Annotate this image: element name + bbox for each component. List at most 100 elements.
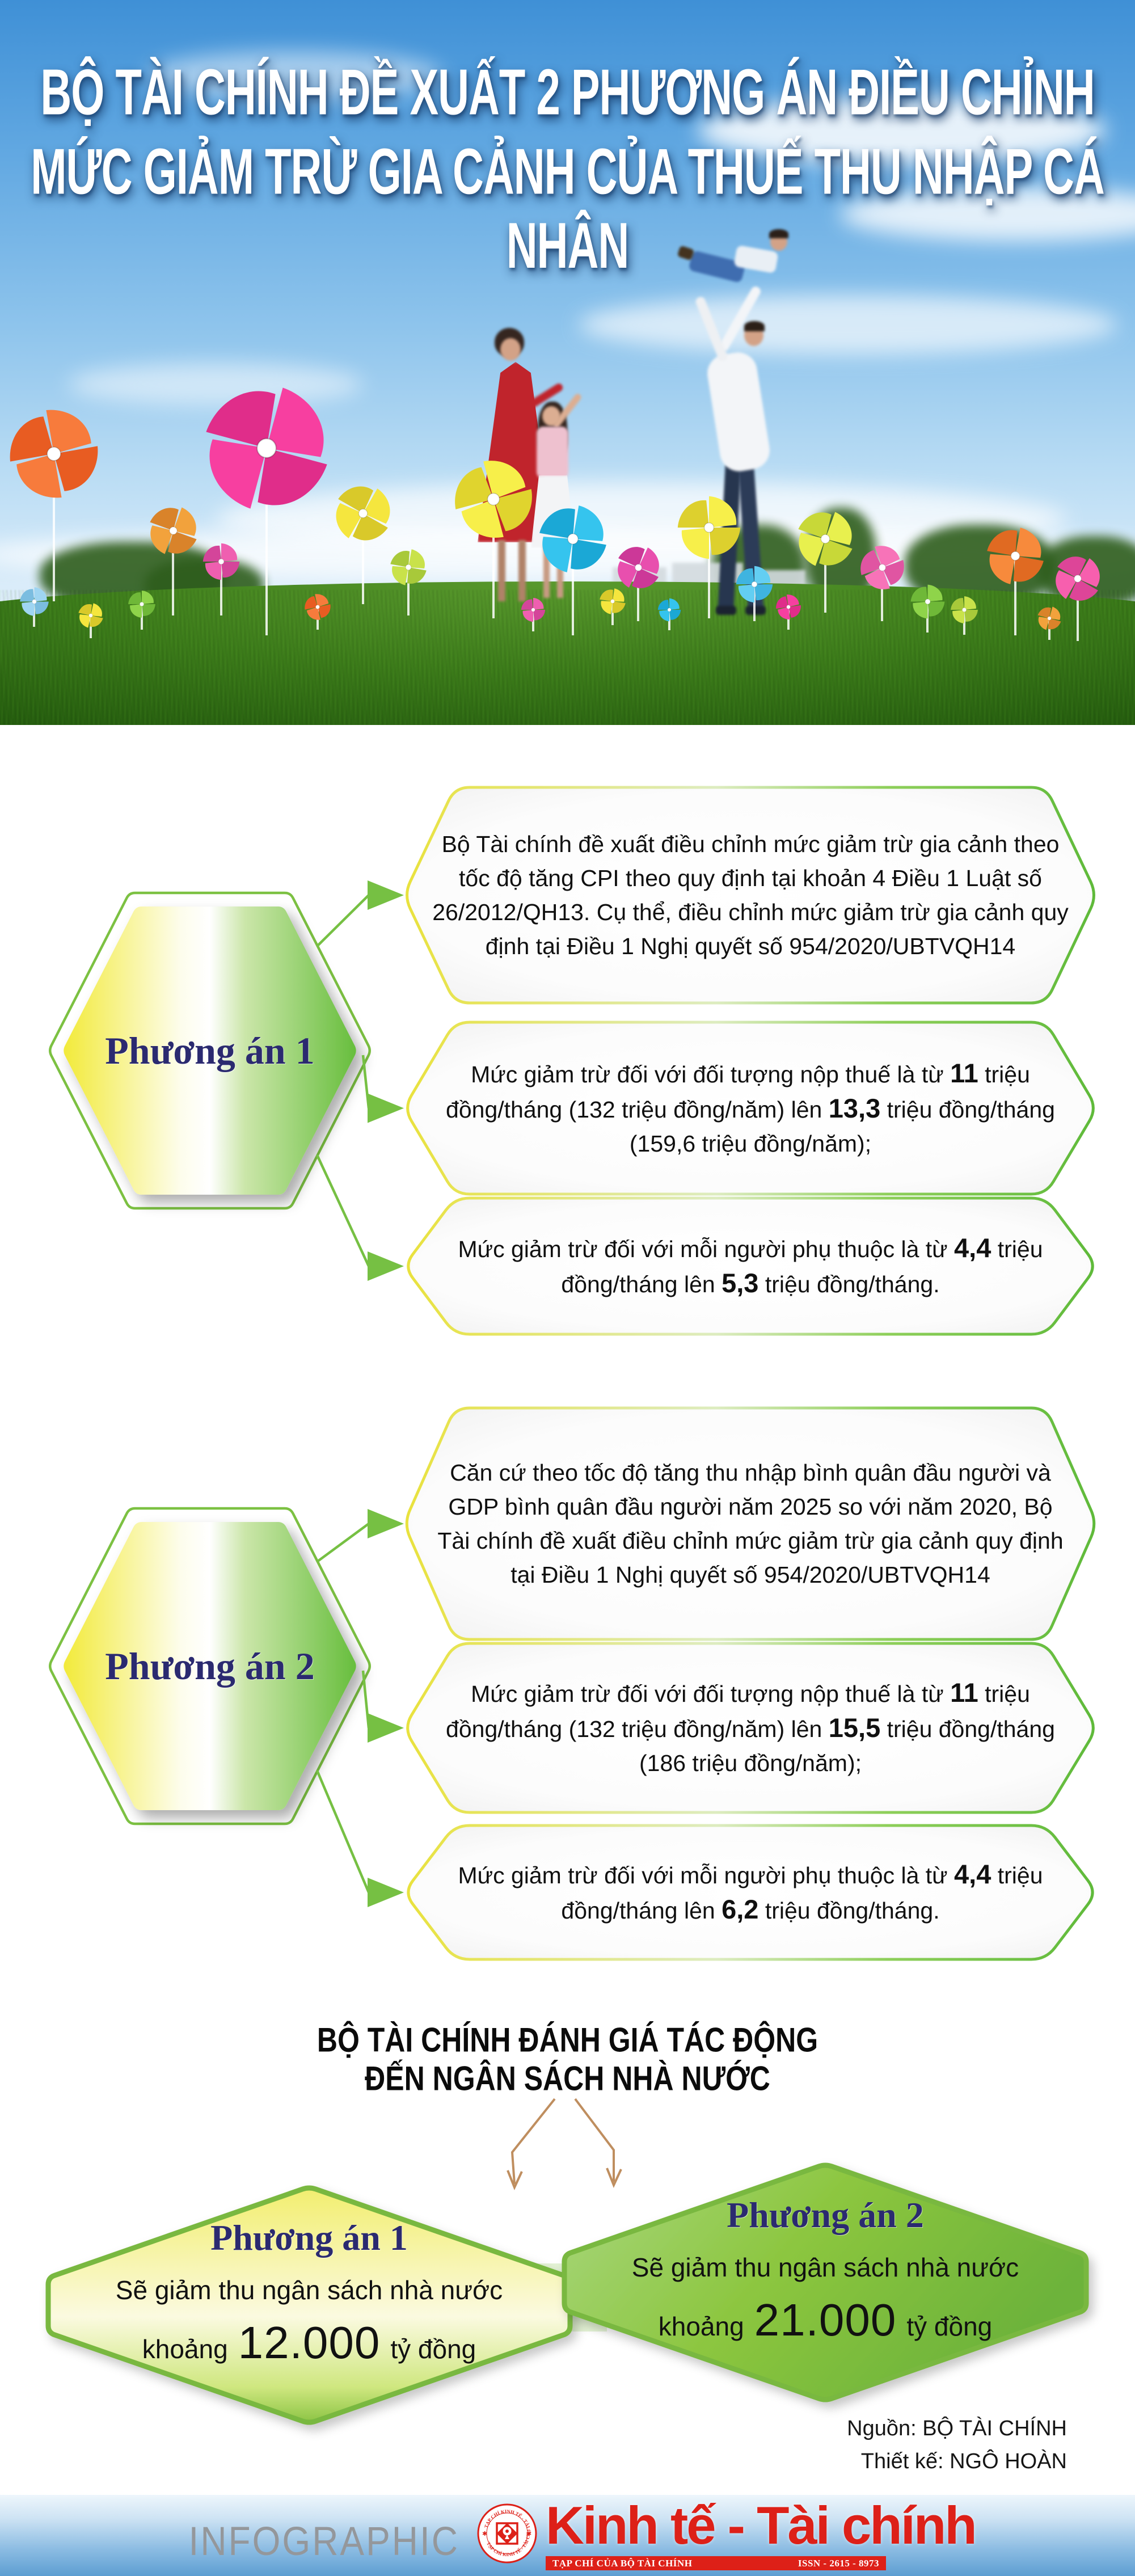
connector-arrowhead-icon [368,1093,404,1123]
bubble-highlight-number: 11 [950,1057,978,1088]
credits: Nguồn: BỘ TÀI CHÍNH Thiết kế: NGÔ HOÀN [847,2412,1067,2478]
connector-arrowhead-icon [368,1251,404,1281]
pinwheel-icon [987,528,1044,584]
bubble-text-segment: triệu đồng/tháng lên [561,1236,1043,1297]
impact-card-plan1: Phương án 1 Sẽ giảm thu ngân sách nhà nư… [60,2217,559,2369]
bubble-highlight-number: 15,5 [828,1713,881,1743]
bubble-text-segment: Căn cứ theo tốc độ tăng thu nhập bình qu… [437,1460,1064,1588]
girl-leg [543,546,550,598]
bubble-text-segment: Mức giảm trừ đối với đối tượng nộp thuế … [471,1681,951,1707]
father-hair [744,321,765,331]
pinwheel-stick [90,615,92,638]
bubble-text-segment: triệu đồng/tháng. [758,1271,940,1297]
text-bubble-shape [407,1196,1094,1336]
bubble-text-segment: triệu đồng/tháng lên [561,1862,1043,1924]
plan-hexagon [64,1522,356,1810]
text-bubble-shape [406,786,1095,1005]
connector-line [316,894,370,947]
father-shoe [745,606,766,615]
brand-issn: ISSN - 2615 - 8973 [798,2557,879,2569]
plan-hexagon-outline [49,891,371,1210]
pinwheel-stick [220,562,222,615]
header-photo: BỘ TÀI CHÍNH ĐỀ XUẤT 2 PHƯƠNG ÁN ĐIỀU CH… [0,0,1135,725]
mother-leg [498,540,505,601]
bubble-text-segment: Mức giảm trừ đối với mỗi người phụ thuộc… [458,1862,955,1888]
girl-leg [557,546,563,598]
pinwheel-stick [708,528,710,618]
connector-arrowhead-icon [368,1878,404,1907]
page-title-line1: BỘ TÀI CHÍNH ĐỀ XUẤT 2 PHƯƠNG ÁN ĐIỀU CH… [40,56,1095,129]
svg-text:✱: ✱ [526,2531,531,2537]
bubble-text-segment: Bộ Tài chính đề xuất điều chỉnh mức giảm… [432,831,1069,959]
bubble-text-segment: triệu đồng/tháng. [758,1898,940,1924]
impact-card-plan1-amount-row: khoảng 12.000 tỷ đồng [142,2317,476,2369]
amount-value: 12.000 [238,2317,381,2368]
impact-card-plan2-amount-row: khoảng 21.000 tỷ đồng [659,2294,993,2346]
plan1-hexagon-label: Phương án 1 [105,1028,315,1072]
pinwheel-stick [824,539,826,613]
amount-suffix: tỷ đồng [906,2312,993,2341]
grass-texture [0,590,1135,725]
plan1-bubble1-text: Bộ Tài chính đề xuất điều chỉnh mức giảm… [432,787,1069,1003]
bubble-text-segment: Mức giảm trừ đối với mỗi người phụ thuộc… [458,1236,955,1262]
bubble-text-segment: triệu đồng/tháng (132 triệu đồng/năm) lê… [446,1061,1030,1123]
cloud [698,96,1106,165]
cloud [579,295,1117,355]
svg-text:✱: ✱ [482,2531,487,2537]
pinwheel-icon [736,566,773,603]
pinwheel-stick [637,567,639,621]
cloud [839,187,1135,241]
amount-prefix: khoảng [658,2312,744,2341]
pinwheel-stick [753,584,756,621]
connector-line [315,1770,370,1893]
pinwheel-stick [492,499,495,618]
pinwheel-icon [10,410,98,498]
bubble-text-segment: triệu đồng/tháng (159,6 triệu đồng/năm); [629,1096,1055,1157]
page-title-line2: MỨC GIẢM TRỪ GIA CẢNH CỦA THUẾ THU NHẬP … [31,136,1105,283]
connector-line [315,1154,370,1267]
amount-value: 21.000 [754,2295,897,2345]
pinwheel-icon [78,603,103,628]
fork-arrow-right [574,2098,615,2182]
pinwheel-icon [19,587,49,616]
brand-title: Kinh tế - Tài chính [546,2495,977,2555]
pinwheel-icon [677,496,741,559]
pinwheel-icon [202,543,240,580]
plan1-bubble2-text: Mức giảm trừ đối với đối tượng nộp thuế … [432,1022,1069,1194]
text-bubble-shape [406,1642,1095,1814]
connector-arrowhead-icon [368,1509,404,1538]
pinwheel-icon [1037,606,1061,630]
bubble-text-segment: triệu đồng/tháng (186 triệu đồng/năm); [639,1716,1055,1776]
bubble-text-segment: triệu đồng/tháng (132 triệu đồng/năm) lê… [446,1681,1030,1742]
mother-head [500,338,521,361]
pinwheel-icon [600,588,626,614]
plan-hexagon [64,907,356,1195]
pinwheel-stick [53,454,55,601]
connector-arrowhead-icon [368,880,404,910]
plan1-bubble3-text: Mức giảm trừ đối với mỗi người phụ thuộc… [432,1198,1069,1334]
pinwheel-icon [951,596,978,623]
pinwheel-stick [881,567,883,621]
impact-heading-line1: BỘ TÀI CHÍNH ĐÁNH GIÁ TÁC ĐỘNG [317,2021,818,2059]
brand-tagline: TẠP CHÍ CỦA BỘ TÀI CHÍNH [552,2557,693,2569]
amount-prefix: khoảng [142,2334,228,2364]
infographic-label: INFOGRAPHIC [188,2518,459,2564]
connector-line [316,1523,370,1563]
pinwheel-icon [521,597,546,622]
text-bubble-shape [405,1406,1096,1641]
brand-subtitle-bar: TẠP CHÍ CỦA BỘ TÀI CHÍNH ISSN - 2615 - 8… [546,2556,886,2570]
pinwheel-stick [1014,556,1016,635]
bubble-highlight-number: 4,4 [954,1859,991,1889]
pinwheel-icon [617,546,659,588]
cloud [147,51,442,99]
bubble-highlight-number: 6,2 [721,1894,759,1924]
pinwheel-icon [860,545,904,589]
pinwheel-icon [776,595,801,619]
pinwheel-icon [539,505,606,572]
pinwheel-icon [336,486,390,541]
bubble-highlight-number: 4,4 [954,1233,991,1263]
pinwheel-icon [657,598,681,622]
pinwheel-stick [407,567,410,615]
cloud [68,363,363,406]
